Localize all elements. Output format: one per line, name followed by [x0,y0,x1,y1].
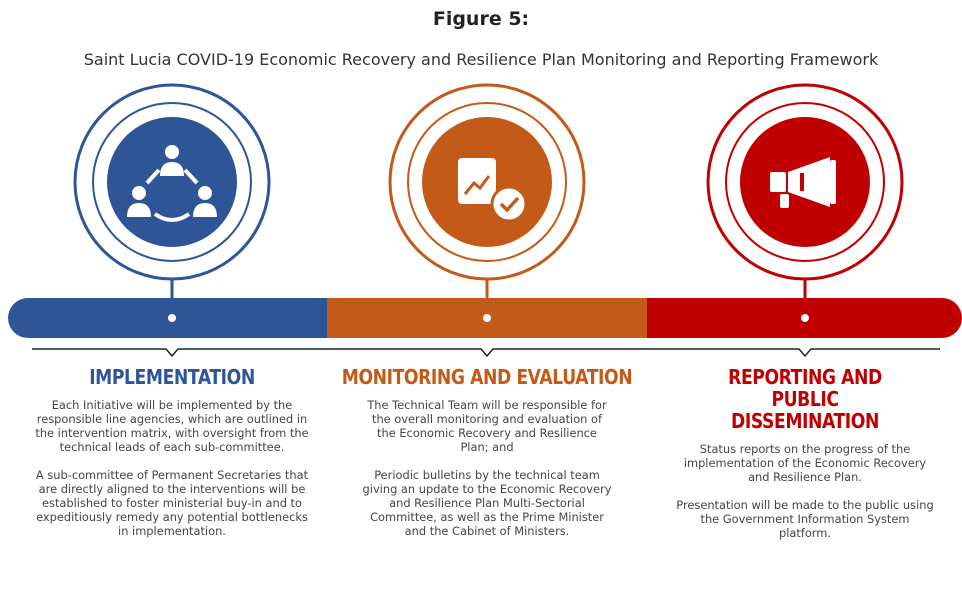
implementation-disc [107,117,237,247]
reporting-icon-group [706,83,904,300]
reporting-paragraph-2: Presentation will be made to the public … [676,498,934,540]
monitoring-column: MONITORING AND EVALUATION The Technical … [337,366,637,552]
section-divider [32,348,940,358]
collaboration-icon [127,145,217,222]
reporting-heading: REPORTING AND PUBLIC DISSEMINATION [728,365,882,433]
reporting-column: REPORTING AND PUBLIC DISSEMINATION Statu… [655,366,955,554]
figure-subtitle: Saint Lucia COVID-19 Economic Recovery a… [83,50,879,69]
monitoring-paragraph-1: The Technical Team will be responsible f… [367,398,607,454]
timeline-segment-implementation [8,298,327,338]
implementation-column: IMPLEMENTATION Each Initiative will be i… [22,366,322,552]
timeline-bar [8,298,962,338]
timeline-dot-reporting [801,314,809,322]
monitoring-paragraph-2: Periodic bulletins by the technical team… [362,468,612,538]
reporting-inner-ring [725,102,885,262]
megaphone-icon [770,157,836,208]
implementation-paragraph-2: A sub-committee of Permanent Secretaries… [35,468,309,538]
checked-growth-chart-icon [458,158,528,223]
reporting-paragraph-1: Status reports on the progress of the im… [683,442,927,484]
implementation-icon-group [73,83,271,300]
figure-title: Figure 5: [432,8,530,30]
monitoring-heading: MONITORING AND EVALUATION [341,365,633,389]
monitoring-inner-ring [407,102,567,262]
timeline-dot-monitoring [483,314,491,322]
timeline-dot-implementation [168,314,176,322]
implementation-heading: IMPLEMENTATION [89,365,255,389]
implementation-paragraph-1: Each Initiative will be implemented by t… [35,398,309,454]
implementation-inner-ring [92,102,252,262]
monitoring-icon-group [388,83,586,300]
